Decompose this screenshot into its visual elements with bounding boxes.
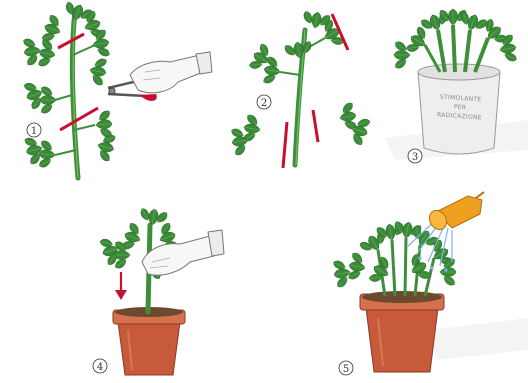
step-5-panel: 5 — [331, 192, 528, 375]
step-number: 1 — [31, 126, 37, 137]
cuttings-bundle — [393, 8, 519, 72]
rooted-cuttings — [331, 219, 457, 296]
rooting-bucket: STIMOLANTE PER RADICAZIONE — [418, 64, 500, 154]
step-2-panel: 2 — [229, 9, 373, 168]
cut-mark-right — [313, 110, 318, 142]
clay-pot — [113, 307, 185, 375]
bucket-label-line2: PER — [454, 104, 467, 112]
step-number: 5 — [343, 364, 349, 375]
down-arrow-icon — [115, 272, 127, 300]
cut-mark-bottom — [60, 108, 98, 130]
watering-can-icon — [426, 192, 484, 233]
gloved-hand-icon — [142, 230, 224, 275]
gloved-hand-icon — [130, 52, 212, 93]
step-3-panel: STIMOLANTE PER RADICAZIONE 3 — [385, 8, 528, 163]
step-number: 3 — [412, 152, 418, 163]
step-1-panel: 1 — [21, 0, 212, 178]
step-4-panel: 4 — [93, 206, 224, 375]
leaf-cluster — [21, 0, 118, 170]
clay-pot — [360, 291, 444, 372]
step-number: 4 — [97, 362, 103, 373]
cut-mark-left — [283, 122, 287, 168]
step-number: 2 — [261, 98, 267, 109]
